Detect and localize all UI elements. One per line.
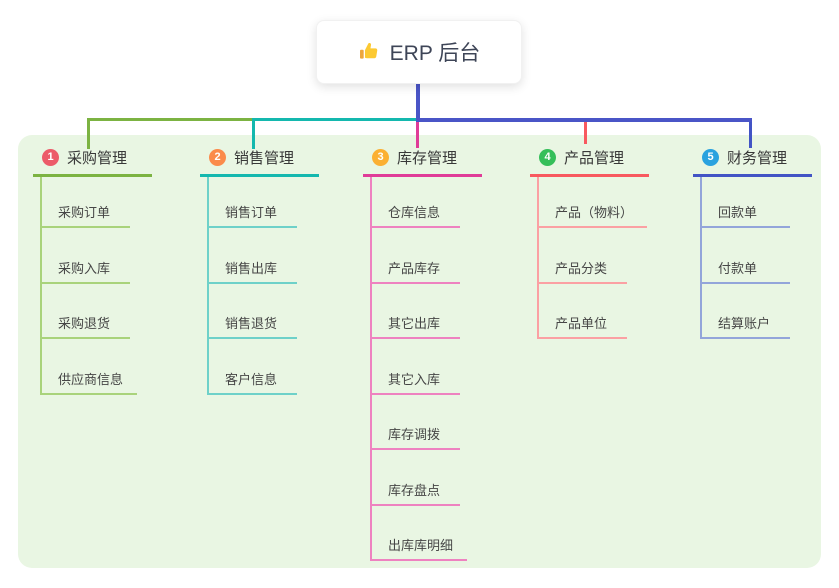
branch-2-title-node[interactable]: 2 销售管理 [200,146,319,177]
bus-segment-left [87,118,254,121]
branch-item-node[interactable]: 库存盘点 [372,450,460,506]
branch-item-node[interactable]: 供应商信息 [42,339,138,395]
branch-item-node[interactable]: 客户信息 [209,339,297,395]
branch-1: 1 采购管理采购订单采购入库采购退货供应商信息 [33,146,152,395]
branch-item-node[interactable]: 付款单 [702,228,790,284]
branch-3-title-node[interactable]: 3 库存管理 [363,146,482,177]
thumbs-up-icon [358,41,380,63]
branch-item-node[interactable]: 销售退货 [209,284,297,339]
branch-4: 4 产品管理产品（物料）产品分类产品单位 [530,146,649,339]
branch-item-node[interactable]: 出库库明细 [372,506,468,561]
branch-item-node[interactable]: 结算账户 [702,284,790,339]
branch-1-items: 采购订单采购入库采购退货供应商信息 [40,177,152,395]
branch-item-node[interactable]: 产品分类 [539,228,627,284]
branch-item-node[interactable]: 库存调拨 [372,395,460,450]
branch-drop-line [584,120,587,144]
branch-5-title-node[interactable]: 5 财务管理 [693,146,812,177]
branch-item-node[interactable]: 采购订单 [42,177,130,228]
branches-panel [18,135,821,568]
branch-item-node[interactable]: 销售出库 [209,228,297,284]
root-title: ERP 后台 [389,42,481,65]
branch-item-node[interactable]: 产品（物料） [539,177,648,228]
branch-number-badge: 2 [209,148,226,166]
branch-4-items: 产品（物料）产品分类产品单位 [537,177,649,339]
branch-2-items: 销售订单销售出库销售退货客户信息 [207,177,319,395]
branch-3-items: 仓库信息产品库存其它出库其它入库库存调拨库存盘点出库库明细 [370,177,482,561]
root-node[interactable]: ERP 后台 [316,20,522,84]
branch-number-badge: 1 [42,148,59,166]
branch-title-label: 采购管理 [67,149,128,167]
branch-item-node[interactable]: 产品库存 [372,228,460,284]
branch-number-badge: 3 [372,148,389,166]
branch-1-title-node[interactable]: 1 采购管理 [33,146,152,177]
branch-item-node[interactable]: 产品单位 [539,284,627,339]
branch-item-node[interactable]: 采购入库 [42,228,130,284]
branch-5: 5 财务管理回款单付款单结算账户 [693,146,812,339]
branch-4-title-node[interactable]: 4 产品管理 [530,146,649,177]
branch-item-node[interactable]: 销售订单 [209,177,297,228]
bus-segment-mid [252,118,418,121]
bus-segment-right [416,118,752,122]
branch-number-badge: 5 [702,148,719,166]
branch-item-node[interactable]: 采购退货 [42,284,130,339]
branch-drop-line [252,118,255,149]
branch-drop-line [87,118,90,149]
branch-3: 3 库存管理仓库信息产品库存其它出库其它入库库存调拨库存盘点出库库明细 [363,146,482,561]
branch-title-label: 销售管理 [234,149,295,167]
branch-item-node[interactable]: 其它出库 [372,284,460,339]
branch-number-badge: 4 [539,148,556,166]
branch-item-node[interactable]: 回款单 [702,177,790,228]
root-connector-line [416,84,420,121]
branch-2: 2 销售管理销售订单销售出库销售退货客户信息 [200,146,319,395]
branch-title-label: 财务管理 [727,149,788,167]
branch-title-label: 库存管理 [397,149,458,167]
branch-item-node[interactable]: 仓库信息 [372,177,460,228]
branch-drop-line [416,120,419,148]
branch-5-items: 回款单付款单结算账户 [700,177,812,339]
branch-drop-line [749,120,752,148]
branch-item-node[interactable]: 其它入库 [372,339,460,395]
branch-title-label: 产品管理 [564,149,625,167]
